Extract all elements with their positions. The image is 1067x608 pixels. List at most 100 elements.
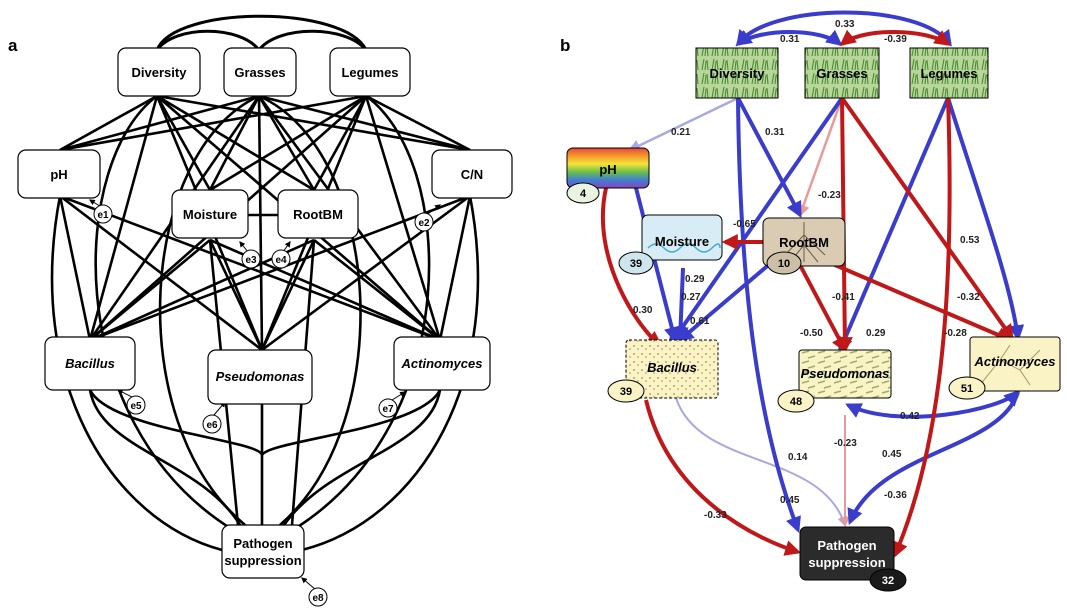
panel-a-node-pathogen: Pathogen suppression: [221, 524, 305, 579]
coef-moist-bac: 0.27: [681, 292, 701, 303]
coef-leg-pse: 0.29: [866, 328, 886, 339]
panel-a-node-rootbm: RootBM: [277, 189, 359, 239]
coef-root-pse: -0.41: [832, 292, 855, 303]
coef-bac-path: -0.33: [704, 510, 727, 521]
panel-a-node-actinomyces-label: Actinomyces: [401, 356, 483, 371]
panel-a-node-legumes-label: Legumes: [341, 65, 398, 80]
panel-a-node-diversity: Diversity: [117, 47, 201, 97]
panel-a-error-e5-label: e5: [130, 401, 142, 412]
panel-b-letter: b: [560, 36, 570, 55]
panel-a-node-pseudomonas-label: Pseudomonas: [216, 369, 305, 384]
panel-b-node-moisture-label: Moisture: [655, 234, 709, 249]
panel-a-node-pseudomonas: Pseudomonas: [207, 349, 313, 405]
panel-a-error-e5: e5: [126, 395, 146, 415]
coef-leg-path2: -0.36: [884, 490, 907, 501]
panel-a-error-e7: e7: [378, 398, 398, 418]
panel-b-node-grasses: Grasses: [804, 47, 880, 99]
panel-b-correlation-arcs: [735, 10, 952, 47]
coef-act-path: 0.45: [882, 449, 902, 460]
panel-a-paths: [58, 94, 472, 526]
panel-b-node-diversity-label: Diversity: [710, 66, 766, 81]
panel-b-r2-bacillus: 39: [620, 386, 632, 398]
panel-b-node-actinomyces-label: Actinomyces: [974, 354, 1056, 369]
panel-a-node-ph-label: pH: [50, 167, 67, 182]
panel-b-node-bacillus: Bacillus 39: [607, 339, 719, 403]
panel-b-node-grasses-label: Grasses: [816, 66, 867, 81]
panel-a-correlation-arcs: [155, 14, 368, 52]
panel-a-outer-curves: [50, 94, 480, 552]
panel-b-r2-actinomyces: 51: [961, 383, 973, 395]
panel-b: b: [560, 10, 1061, 592]
panel-a-node-grasses-label: Grasses: [234, 65, 285, 80]
panel-b-node-pseudomonas: Pseudomonas 48: [777, 349, 892, 413]
panel-a-error-e2-label: e2: [418, 218, 430, 229]
coef-pse-act: 0.42: [900, 411, 920, 422]
panel-b-node-bacillus-label: Bacillus: [647, 360, 697, 375]
panel-b-node-legumes-label: Legumes: [920, 66, 977, 81]
panel-b-node-pathogen: Pathogen suppression 32: [799, 526, 907, 592]
panel-a-error-e6: e6: [202, 414, 222, 434]
panel-b-node-legumes: Legumes: [909, 47, 989, 99]
coef-pse-path: -0.23: [834, 438, 857, 449]
panel-b-coefficients: 0.31 0.33 -0.39 0.21 0.31 -0.65 -0.23 0.…: [633, 19, 980, 521]
coef-ph-bac: 0.30: [633, 305, 653, 316]
panel-a-node-rootbm-label: RootBM: [293, 207, 343, 222]
panel-a-error-e1-label: e1: [97, 210, 109, 221]
coef-leg-path: -0.28: [944, 328, 967, 339]
panel-b-node-pathogen-label-2: suppression: [808, 555, 885, 570]
panel-a-node-moisture-label: Moisture: [183, 207, 237, 222]
panel-b-node-ph-label: pH: [599, 162, 616, 177]
panel-a-node-cn: C/N: [431, 149, 513, 199]
panel-a-node-ph: pH: [17, 149, 101, 199]
panel-b-r2-pathogen: 32: [882, 575, 894, 587]
panel-b-r2-rootbm: 10: [778, 258, 790, 270]
panel-a-error-e7-label: e7: [382, 404, 394, 415]
panel-a-node-bacillus-label: Bacillus: [65, 356, 115, 371]
panel-a-error-e3-label: e3: [245, 255, 257, 266]
panel-a-node-actinomyces: Actinomyces: [393, 336, 491, 391]
coef-gra-leg: -0.39: [884, 34, 907, 45]
panel-b-positive-paths: [634, 96, 1025, 533]
coef-gra-pse: -0.50: [800, 328, 823, 339]
panel-b-node-rootbm: RootBM 10: [762, 217, 846, 275]
panel-a-node-cn-label: C/N: [461, 167, 483, 182]
panel-a-node-pathogen-label-2: suppression: [224, 553, 301, 568]
panel-a-error-e4-label: e4: [275, 255, 287, 266]
panel-a-error-e8-label: e8: [312, 593, 324, 604]
panel-b-r2-ph: 4: [580, 188, 587, 200]
panel-b-negative-paths: [600, 96, 1014, 558]
coef-leg-act: 0.53: [960, 235, 980, 246]
panel-b-node-moisture: Moisture 39: [618, 214, 723, 275]
panel-b-node-ph: pH 4: [566, 147, 650, 204]
panel-a: a: [8, 14, 513, 607]
panel-b-weak-paths: [627, 96, 850, 527]
panel-b-node-pathogen-label-1: Pathogen: [817, 538, 876, 553]
panel-a-node-grasses: Grasses: [223, 47, 297, 97]
panel-a-letter: a: [8, 36, 18, 55]
panel-a-error-e4: e4: [271, 249, 291, 269]
coef-div-ph: 0.21: [671, 127, 691, 138]
coef-div-leg: 0.33: [835, 19, 855, 30]
panel-a-error-e1: e1: [93, 204, 113, 224]
panel-a-node-legumes: Legumes: [329, 47, 411, 97]
coef-bac-path-light: 0.14: [788, 452, 808, 463]
coef-gra-root: -0.23: [818, 190, 841, 201]
panel-b-r2-moisture: 39: [630, 258, 642, 270]
panel-a-error-e8: e8: [308, 587, 328, 607]
panel-a-node-diversity-label: Diversity: [132, 65, 188, 80]
panel-a-error-e3: e3: [241, 249, 261, 269]
coef-gra-act: -0.32: [957, 292, 980, 303]
panel-b-node-pseudomonas-label: Pseudomonas: [801, 366, 890, 381]
coef-div-bac: -0.65: [733, 219, 756, 230]
panel-a-error-e2: e2: [414, 212, 434, 232]
coef-div-path: 0.45: [780, 495, 800, 506]
panel-a-node-bacillus: Bacillus: [44, 336, 136, 391]
coef-div-root: 0.31: [765, 127, 785, 138]
coef-div-gra: 0.31: [780, 34, 800, 45]
panel-a-node-moisture: Moisture: [171, 189, 249, 239]
coef-root-moist: 0.29: [685, 274, 705, 285]
panel-a-node-pathogen-label-1: Pathogen: [233, 536, 292, 551]
panel-b-node-diversity: Diversity: [695, 47, 779, 99]
panel-a-error-e6-label: e6: [206, 420, 218, 431]
